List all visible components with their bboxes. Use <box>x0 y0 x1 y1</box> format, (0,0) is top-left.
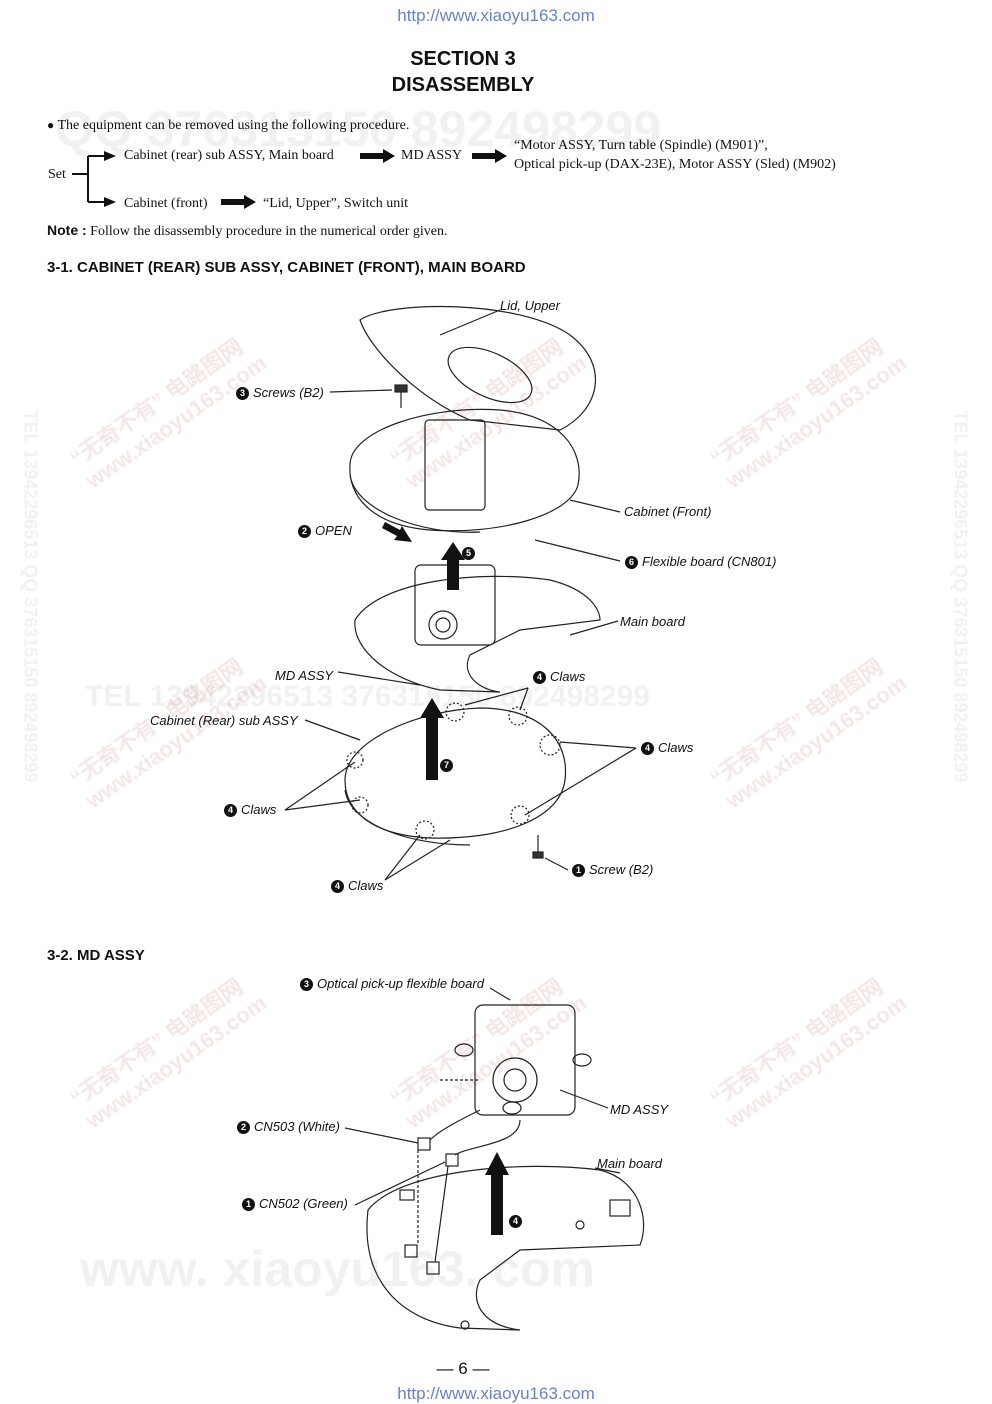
watermark-tel: TEL 13942296513 376315150 892498299 <box>85 680 650 713</box>
cabinet-rear-drawing <box>344 707 567 839</box>
step-5-badge: 5 <box>462 547 475 560</box>
label-step-4-md: 4 <box>509 1213 526 1228</box>
step-3-badge: 3 <box>236 387 249 400</box>
open-arrow-icon <box>382 522 412 542</box>
step-4-badge: 4 <box>331 880 344 893</box>
flow-diagram <box>72 149 507 209</box>
step-4-badge: 4 <box>509 1215 522 1228</box>
thick-arrow-icon <box>221 195 256 209</box>
footer-url[interactable]: http://www.xiaoyu163.com <box>397 1384 595 1403</box>
section-number: SECTION 3 <box>410 48 516 70</box>
figure-3-2 <box>344 987 645 1331</box>
step-1-badge: 1 <box>572 864 585 877</box>
flow-motor-line1: “Motor ASSY, Turn table (Spindle) (M901)… <box>514 138 768 153</box>
step-7-badge: 7 <box>440 759 453 772</box>
step-1-badge: 1 <box>242 1198 255 1211</box>
step-4-badge: 4 <box>533 671 546 684</box>
flow-front: Cabinet (front) <box>124 196 208 211</box>
main-board-drawing <box>366 1165 645 1331</box>
arrow-right-icon <box>104 151 116 161</box>
cabinet-front-drawing <box>349 408 580 532</box>
watermark-site: www. xiaoyu163. com <box>80 1241 596 1297</box>
bullet-icon: ● <box>47 118 55 132</box>
label-md-assy: MD ASSY <box>275 668 334 683</box>
thick-arrow-icon <box>472 149 507 163</box>
flow-motor-line2: Optical pick-up (DAX-23E), Motor ASSY (S… <box>514 157 836 172</box>
label-lid-upper: Lid, Upper <box>500 298 560 313</box>
arrow-right-icon <box>104 197 116 207</box>
arrow-up-icon <box>420 698 444 780</box>
label-md-assy-2: MD ASSY <box>610 1102 669 1117</box>
figure-3-1 <box>284 305 637 881</box>
label-cabinet-front: Cabinet (Front) <box>624 504 712 519</box>
md-assy-drawing <box>474 1004 576 1116</box>
label-cabinet-rear: Cabinet (Rear) sub ASSY <box>150 713 298 728</box>
label-main-board-2: Main board <box>597 1156 663 1171</box>
step-2-badge: 2 <box>298 525 311 538</box>
step-4-badge: 4 <box>224 804 237 817</box>
thick-arrow-icon <box>360 149 395 163</box>
lid-upper-drawing <box>359 305 597 431</box>
label-step-7: 7 <box>440 757 457 772</box>
note: Note : Follow the disassembly procedure … <box>47 222 447 240</box>
step-3-badge: 3 <box>300 978 313 991</box>
arrow-up-icon <box>485 1152 509 1235</box>
intro-text: ● The equipment can be removed using the… <box>47 118 410 133</box>
step-2-badge: 2 <box>237 1121 250 1134</box>
step-4-badge: 4 <box>641 742 654 755</box>
section-3-1-title: 3-1. CABINET (REAR) SUB ASSY, CABINET (F… <box>47 259 526 276</box>
page-number: — 6 — <box>436 1359 490 1378</box>
flow-md: MD ASSY <box>401 148 463 163</box>
arrow-up-icon <box>441 542 465 590</box>
section-title: DISASSEMBLY <box>391 74 535 96</box>
header-url[interactable]: http://www.xiaoyu163.com <box>397 6 595 25</box>
watermark-phone: QQ 376315150 892498299 <box>55 101 662 157</box>
flow-lid: “Lid, Upper”, Switch unit <box>263 196 409 211</box>
flow-rear: Cabinet (rear) sub ASSY, Main board <box>124 148 334 163</box>
step-6-badge: 6 <box>625 556 638 569</box>
note-label: Note : <box>47 222 87 238</box>
flow-set: Set <box>48 167 66 182</box>
note-text: Follow the disassembly procedure in the … <box>90 224 448 239</box>
section-3-2-title: 3-2. MD ASSY <box>47 947 145 964</box>
label-step-5: 5 <box>462 545 479 560</box>
label-main-board: Main board <box>620 614 686 629</box>
